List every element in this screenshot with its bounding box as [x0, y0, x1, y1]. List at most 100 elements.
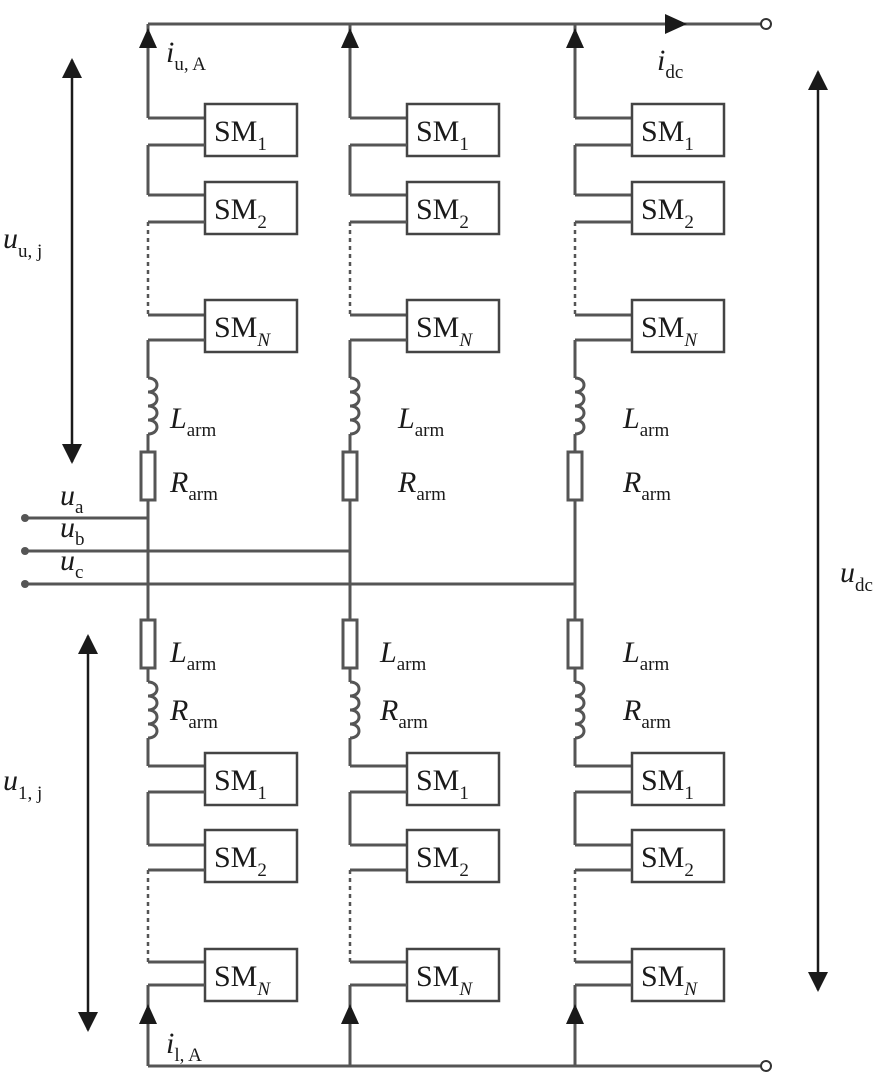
u-b-main: u	[60, 511, 75, 544]
i-lower-sub: l, A	[174, 1045, 202, 1066]
submodule-label: SM1	[641, 115, 694, 155]
lower-resistor-a	[139, 618, 157, 670]
submodule-sub: 1	[459, 134, 469, 155]
submodule-sub: 1	[257, 783, 267, 804]
submodule-label: SMN	[214, 960, 271, 1000]
dc-bus-bottom	[146, 985, 762, 1068]
lower-current-arrow-a-icon	[139, 1004, 157, 1024]
submodule-main: SM	[416, 115, 459, 148]
lower-R-label-a-main: R	[169, 694, 188, 727]
submodule-box	[203, 298, 299, 354]
submodule-label: SM1	[214, 115, 267, 155]
upper-L-label-b-main: L	[397, 402, 415, 435]
lower-L-label-b: Larm	[379, 636, 426, 675]
upper-R-label-b: Rarm	[397, 466, 446, 505]
lower-L-label-a-sub: arm	[187, 654, 217, 675]
lower-L-label-a-main: L	[169, 636, 187, 669]
submodule-sub: 1	[684, 783, 694, 804]
submodule-box	[630, 947, 726, 1003]
ac-terminal-b	[21, 547, 29, 555]
sm1-lower-a: SM1	[203, 751, 299, 807]
upper-L-label-c-main: L	[622, 402, 640, 435]
lower-resistor-b	[341, 618, 359, 670]
submodule-box	[405, 947, 501, 1003]
submodule-sub: 1	[684, 134, 694, 155]
voltage-arrows	[62, 58, 828, 1032]
lower-L-label-c: Larm	[622, 636, 669, 675]
submodule-label: SMN	[416, 311, 473, 351]
u-a-label: ua	[60, 479, 84, 518]
submodule-box	[630, 180, 726, 236]
submodule-box	[405, 751, 501, 807]
lower-L-label-b-sub: arm	[397, 654, 427, 675]
sm2-upper-c: SM2	[630, 180, 726, 236]
submodule-box	[203, 947, 299, 1003]
smN-lower-c: SMN	[630, 947, 726, 1003]
i-dc-sub: dc	[665, 62, 683, 83]
submodule-main: SM	[416, 193, 459, 226]
u-c-sub: c	[75, 562, 83, 583]
submodule-box	[203, 180, 299, 236]
submodule-label: SM2	[214, 193, 267, 233]
u-lower-current-label: il, A	[166, 1027, 202, 1066]
u-lower-sub: 1, j	[18, 783, 42, 804]
u-c-label: uc	[60, 544, 83, 583]
sm1-upper-b: SM1	[405, 102, 501, 158]
smN-lower-a: SMN	[203, 947, 299, 1003]
sm2-lower-c: SM2	[630, 828, 726, 884]
submodule-sub: 2	[684, 860, 694, 881]
lower-R-label-a-sub: arm	[188, 712, 218, 733]
submodule-main: SM	[416, 841, 459, 874]
ac-terminal-a	[21, 514, 29, 522]
upper-L-label-c-sub: arm	[640, 420, 670, 441]
submodule-label: SMN	[641, 960, 698, 1000]
lower-inductor-a	[147, 680, 159, 740]
lower-R-label-b-sub: arm	[398, 712, 428, 733]
submodule-sub: 1	[459, 783, 469, 804]
submodule-box	[405, 298, 501, 354]
upper-R-label-a-sub: arm	[188, 484, 218, 505]
u-dc-main: u	[840, 556, 855, 589]
ac-inputs	[25, 516, 575, 586]
i-upper-label: iu, A	[166, 36, 206, 75]
submodule-main: SM	[641, 960, 684, 993]
i-upper-main: i	[166, 36, 174, 69]
upper-R-label-c-main: R	[622, 466, 641, 499]
submodule-label: SM1	[214, 764, 267, 804]
submodule-main: SM	[416, 960, 459, 993]
upper-resistor-c	[566, 450, 584, 502]
lower-R-label-c-main: R	[622, 694, 641, 727]
u-upper-sub: u, j	[18, 241, 42, 262]
i-dc-label: idc	[657, 44, 683, 83]
submodule-sub: 2	[257, 860, 267, 881]
lower-resistor-c	[566, 618, 584, 670]
upper-L-label-a-main: L	[169, 402, 187, 435]
submodule-box	[405, 102, 501, 158]
sm1-upper-a: SM1	[203, 102, 299, 158]
submodule-main: SM	[641, 311, 684, 344]
upper-L-label-c: Larm	[622, 402, 669, 441]
lower-R-label-b: Rarm	[379, 694, 428, 733]
submodule-label: SM1	[416, 764, 469, 804]
submodule-main: SM	[214, 115, 257, 148]
submodule-sub: N	[683, 330, 698, 351]
upper-resistor-a	[139, 450, 157, 502]
phase-arms: SM1SM2SMNSM1SM2SMNLarmRarmLarmRarmSM1SM2…	[139, 102, 726, 1003]
submodule-main: SM	[641, 193, 684, 226]
submodule-label: SMN	[416, 960, 473, 1000]
submodule-sub: 2	[257, 212, 267, 233]
submodule-sub: 1	[257, 134, 267, 155]
i-dc-main: i	[657, 44, 665, 77]
upper-inductor-b	[349, 376, 361, 436]
submodule-label: SMN	[214, 311, 271, 351]
submodule-label: SM2	[416, 841, 469, 881]
submodule-sub: N	[458, 979, 473, 1000]
submodule-label: SM1	[416, 115, 469, 155]
u-b-label: ub	[60, 511, 85, 550]
submodule-sub: N	[458, 330, 473, 351]
submodule-main: SM	[416, 764, 459, 797]
upper-R-label-a: Rarm	[169, 466, 218, 505]
sm1-upper-c: SM1	[630, 102, 726, 158]
lower-R-label-c-sub: arm	[641, 712, 671, 733]
